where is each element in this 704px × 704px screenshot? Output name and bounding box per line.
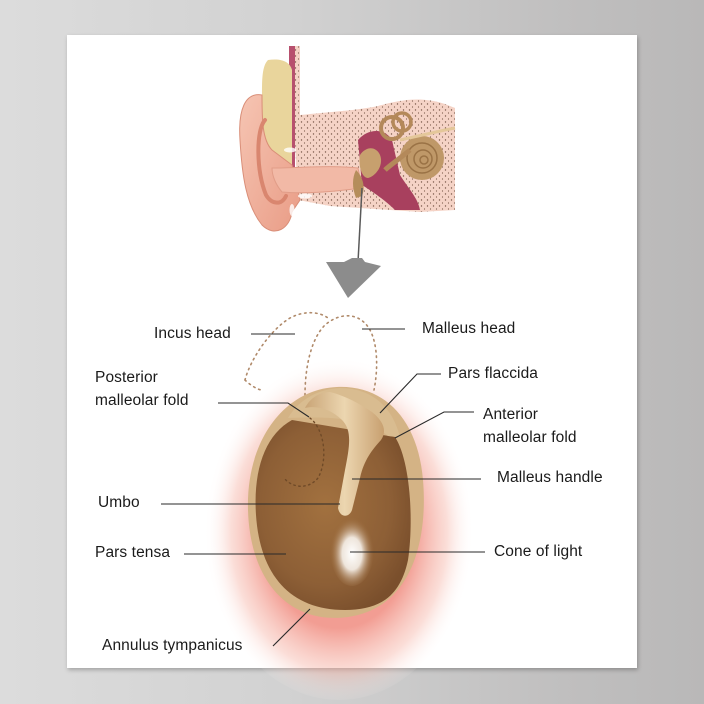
label-posterior-fold-line1: Posterior xyxy=(95,369,158,386)
label-annulus-tympanicus: Annulus tympanicus xyxy=(102,637,243,654)
label-pars-tensa: Pars tensa xyxy=(95,544,171,561)
down-arrow-icon xyxy=(326,258,381,298)
label-umbo: Umbo xyxy=(98,494,140,511)
label-pars-flaccida: Pars flaccida xyxy=(448,365,539,382)
label-anterior-fold-line2: malleolar fold xyxy=(483,429,577,446)
pointer-line xyxy=(357,187,363,263)
ear-cross-section xyxy=(239,46,456,232)
label-cone-of-light: Cone of light xyxy=(494,543,583,560)
label-posterior-fold-line2: malleolar fold xyxy=(95,392,189,409)
label-incus-head: Incus head xyxy=(154,325,231,342)
eardrum-illustration xyxy=(204,311,474,700)
label-anterior-fold-line1: Anterior xyxy=(483,406,539,423)
label-malleus-handle: Malleus handle xyxy=(497,469,603,486)
label-malleus-head: Malleus head xyxy=(422,320,516,337)
leader-lines xyxy=(161,328,485,647)
